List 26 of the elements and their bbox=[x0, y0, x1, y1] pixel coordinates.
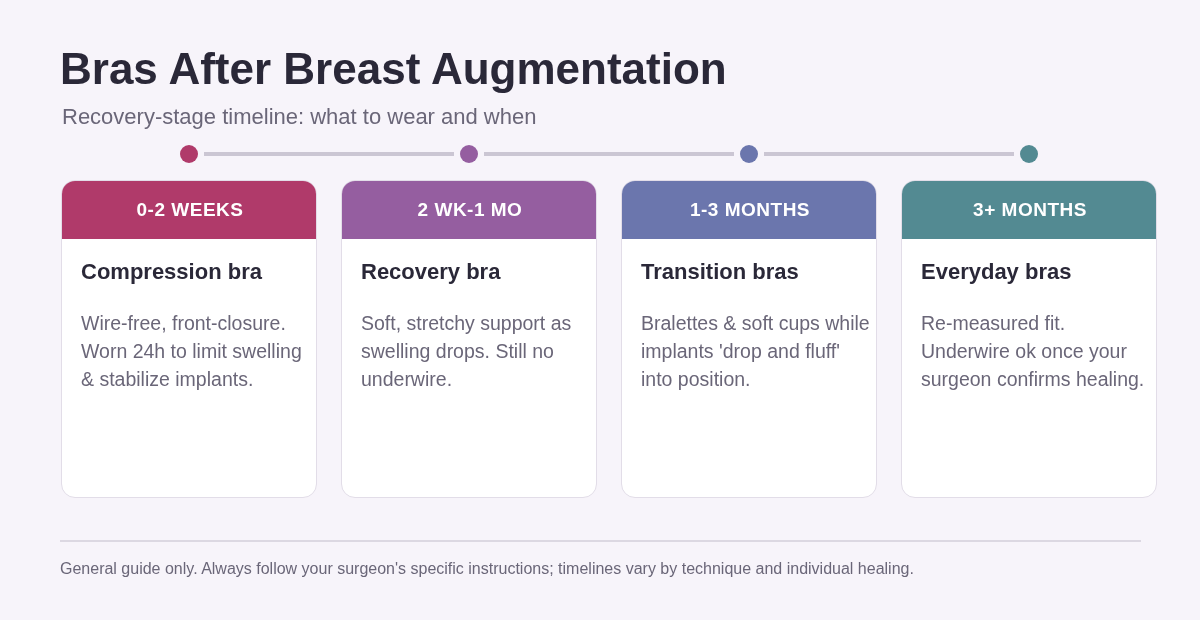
timeline-dot bbox=[1020, 145, 1038, 163]
stage-header: 0-2 WEEKS bbox=[62, 181, 316, 239]
timeline-line bbox=[204, 152, 454, 156]
stage-header: 2 WK-1 MO bbox=[342, 181, 596, 239]
card-title: Recovery bra bbox=[361, 259, 501, 285]
card-text: Soft, stretchy support as swelling drops. Still no underwire. bbox=[361, 311, 573, 392]
timeline-dot bbox=[460, 145, 478, 163]
stage-card bbox=[901, 180, 1157, 498]
stage-card bbox=[61, 180, 317, 498]
stage-header: 3+ MONTHS bbox=[902, 181, 1156, 239]
stage-header: 1-3 MONTHS bbox=[622, 181, 876, 239]
card-text: Re-measured fit. Underwire ok once your surgeon confirms healing. bbox=[921, 311, 1146, 392]
timeline-line bbox=[484, 152, 734, 156]
title: Bras After Breast Augmentation bbox=[60, 44, 727, 94]
card-text: Wire-free, front-closure. Worn 24h to limit swelling & stabilize implants. bbox=[81, 311, 303, 392]
footnote: General guide only. Always follow your surgeon's specific instructions; timelines vary by technique and individual healing. bbox=[60, 560, 914, 578]
card-title: Everyday bras bbox=[921, 259, 1072, 285]
stage-card bbox=[621, 180, 877, 498]
timeline-line bbox=[764, 152, 1014, 156]
card-text: Bralettes & soft cups while implants 'drop and fluff' into position. bbox=[641, 311, 871, 392]
timeline-dot bbox=[740, 145, 758, 163]
card-title: Compression bra bbox=[81, 259, 262, 285]
card-title: Transition bras bbox=[641, 259, 799, 285]
stage-card bbox=[341, 180, 597, 498]
subtitle: Recovery-stage timeline: what to wear and when bbox=[62, 104, 537, 130]
timeline-dot bbox=[180, 145, 198, 163]
